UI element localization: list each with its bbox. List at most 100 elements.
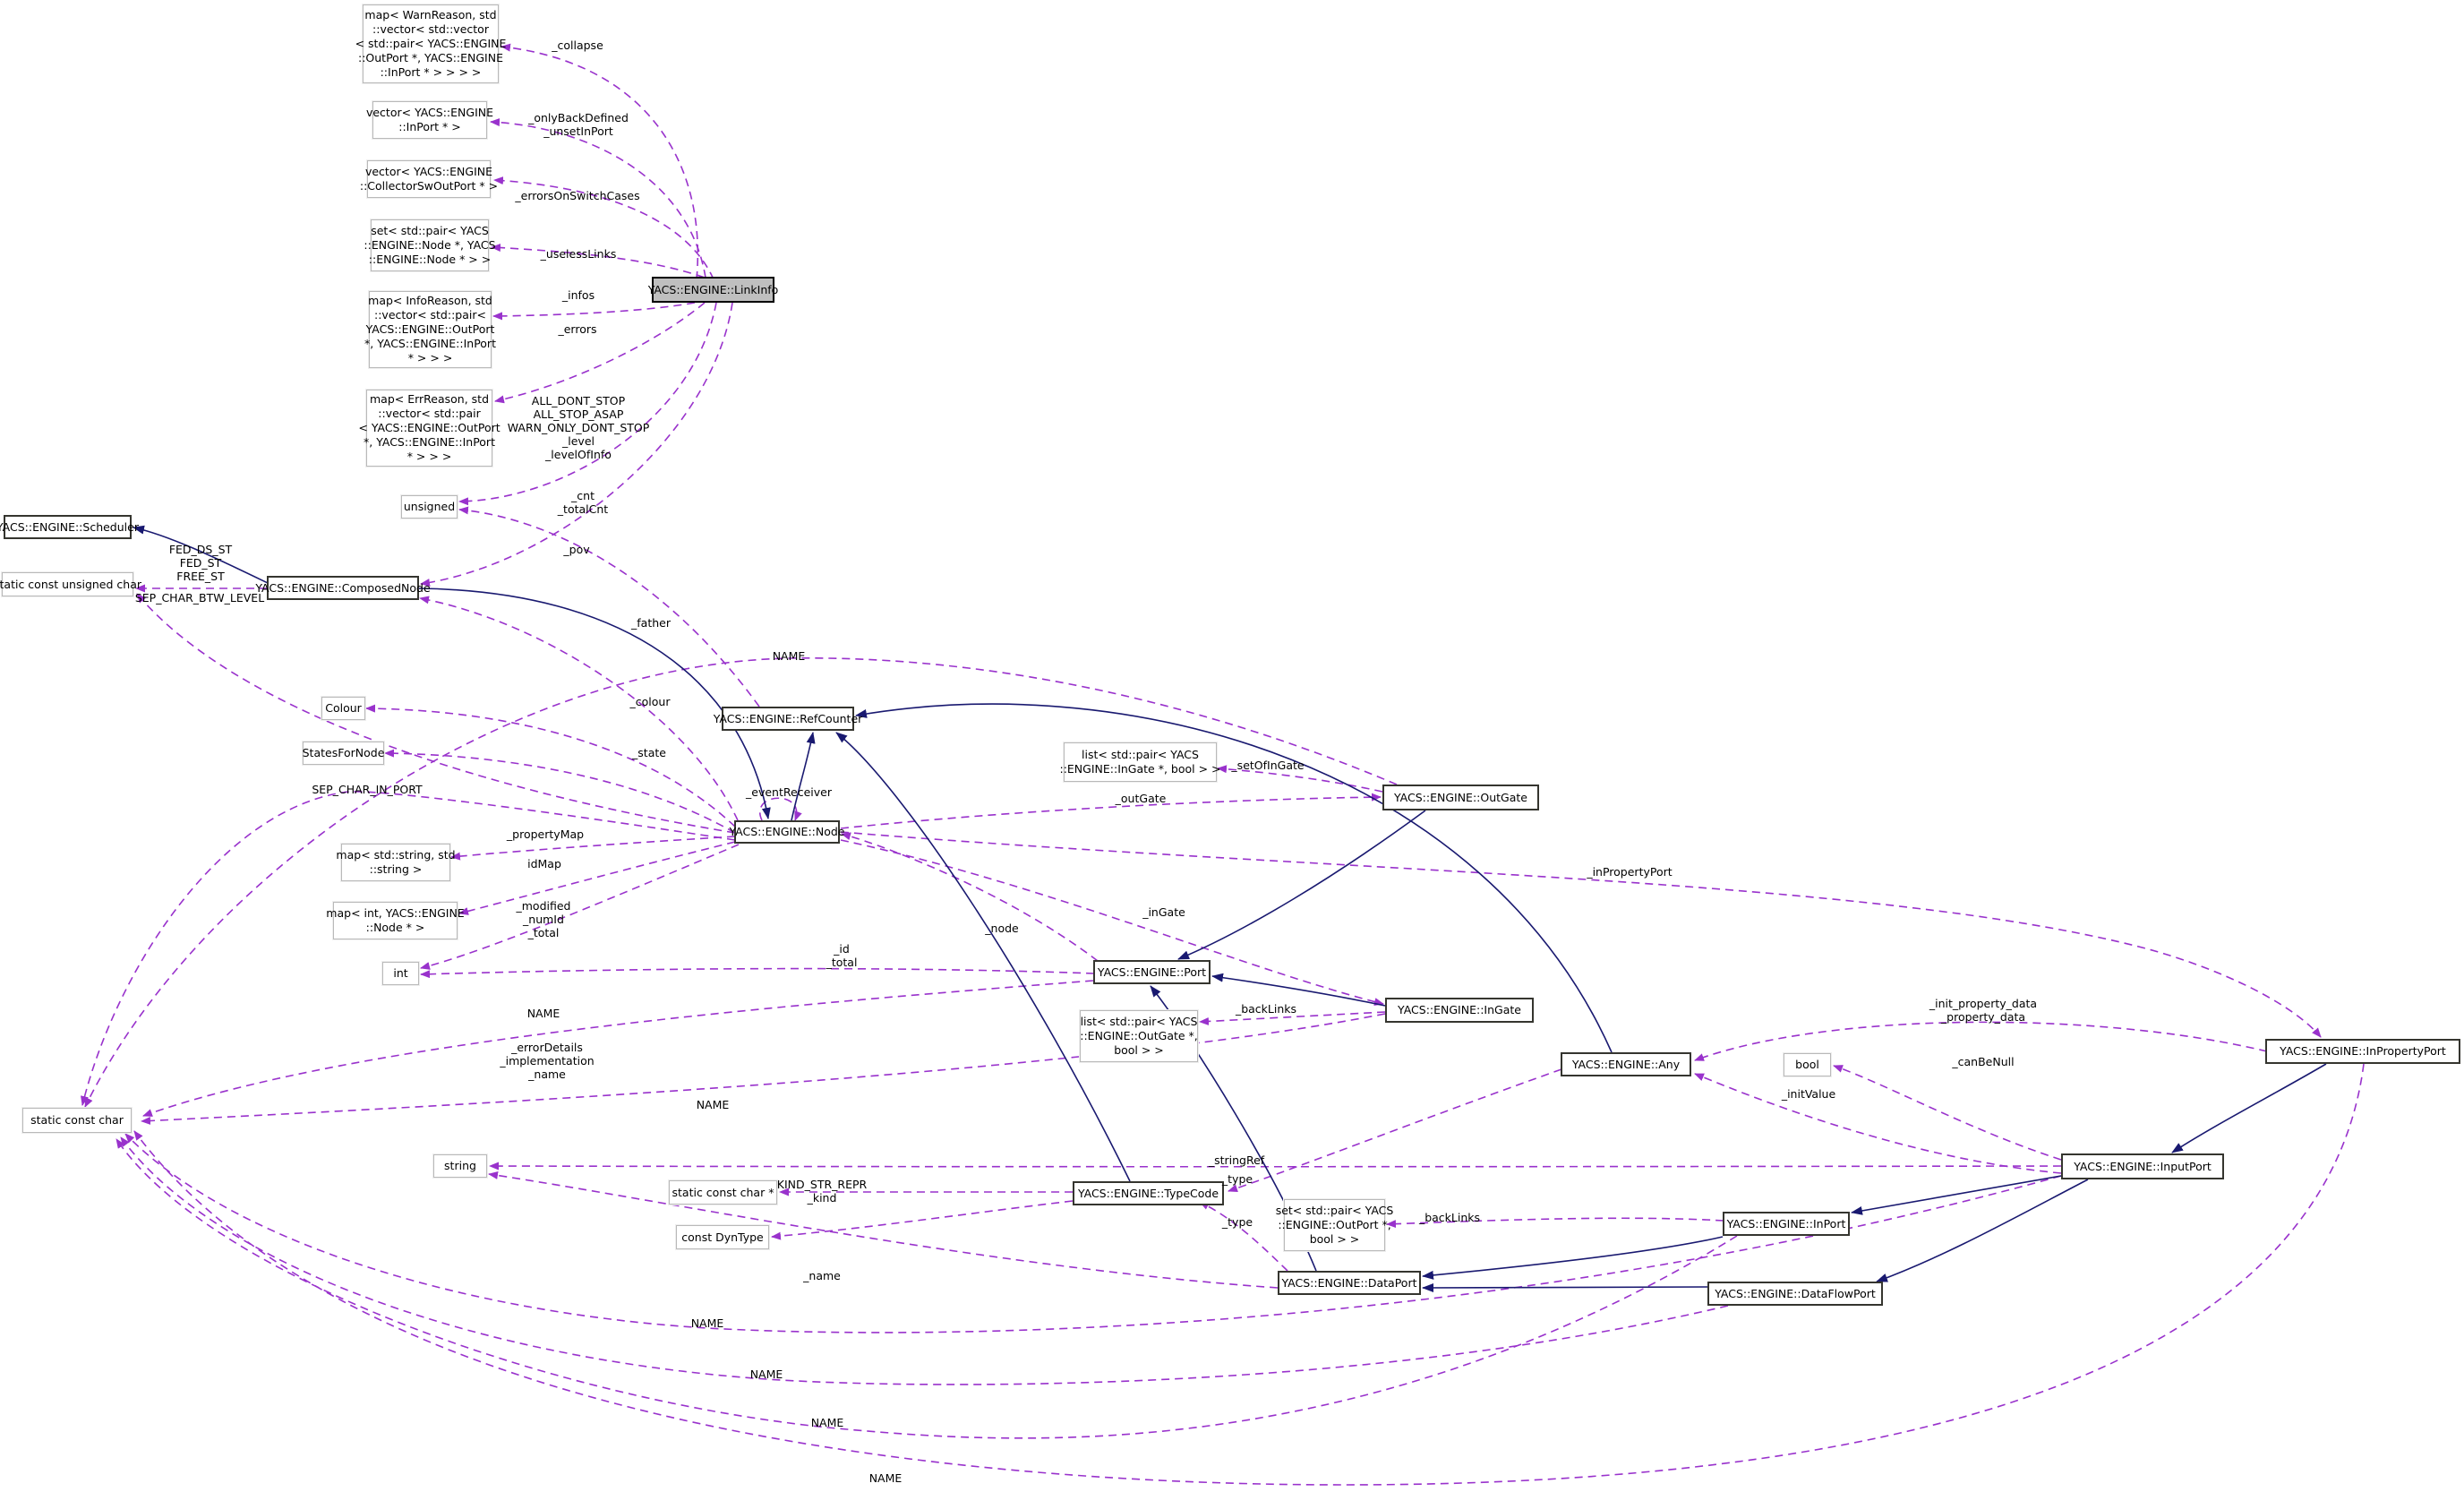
class-box-map-inforeason: map< InfoReason, std::vector< std::pair<… — [364, 291, 496, 368]
edge-label-line: _level — [562, 434, 595, 448]
edge-dataflowport-dataport — [1422, 1282, 1708, 1292]
class-box-label: YACS::ENGINE::DataPort — [1281, 1275, 1417, 1290]
edge-ingate-port — [1211, 973, 1386, 1007]
edge-label-father: _father — [631, 616, 671, 630]
edge-composednode-scheduler — [133, 525, 269, 584]
edge-label-line: _levelOfInfo — [545, 448, 612, 461]
class-box-dataflowport[interactable]: YACS::ENGINE::DataFlowPort — [1707, 1282, 1883, 1306]
edge-label-onlybackdefined: _onlyBackDefined_unsetInPort — [528, 111, 629, 138]
edge-label-name-5: NAME — [750, 1368, 783, 1381]
edge-pov — [420, 302, 733, 587]
edge-init-property-data — [1694, 1021, 2268, 1061]
edge-label-line: _type — [1221, 1215, 1253, 1229]
edge-sep-char-in-port — [81, 791, 736, 1106]
class-box-label: set< std::pair< YACS — [1275, 1204, 1394, 1217]
edge-label-line: _init_property_data — [1929, 997, 2038, 1010]
edge-label-sep-char-in-port: SEP_CHAR_IN_PORT — [312, 783, 422, 796]
edge-name-outgate — [84, 657, 1398, 1108]
class-box-typecode[interactable]: YACS::ENGINE::TypeCode — [1073, 1181, 1224, 1205]
edge-label-line: _errorDetails — [511, 1041, 583, 1054]
edge-node — [841, 832, 1099, 962]
class-box-ingate[interactable]: YACS::ENGINE::InGate — [1385, 998, 1534, 1023]
class-box-outgate[interactable]: YACS::ENGINE::OutGate — [1382, 785, 1539, 810]
edge-label-name-7: NAME — [869, 1471, 903, 1485]
class-box-label: YACS::ENGINE::Any — [1571, 1057, 1681, 1071]
class-box-label: vector< YACS::ENGINE — [365, 106, 494, 119]
edge-label-propertymap: _propertyMap — [507, 827, 584, 841]
edge-label-line: _infos — [561, 288, 595, 302]
edge-label-line: _errors — [558, 322, 597, 336]
edge-label-line: idMap — [527, 857, 561, 870]
edge-label-backlinks-ingate: _backLinks — [1236, 1002, 1296, 1016]
class-box-label: static const char * — [672, 1185, 774, 1199]
class-box-label: ::Node * > — [365, 921, 425, 934]
edge-label-line: _outGate — [1115, 792, 1167, 805]
class-box-inpropertyport[interactable]: YACS::ENGINE::InPropertyPort — [2265, 1039, 2460, 1064]
edge-colour — [365, 704, 736, 827]
edge-label-line: _state — [632, 746, 666, 759]
edge-outgate-port — [1177, 810, 1426, 960]
edge-name-dataflowport — [120, 1136, 1729, 1385]
class-box-bool: bool — [1784, 1053, 1831, 1076]
edge-infos — [492, 302, 696, 321]
class-box-any[interactable]: YACS::ENGINE::Any — [1561, 1052, 1691, 1076]
edge-name-inport — [116, 1138, 1738, 1439]
class-box-label: bool > > — [1114, 1043, 1164, 1057]
class-box-label: int — [393, 966, 408, 980]
edge-label-initvalue: _initValue — [1782, 1087, 1835, 1101]
edge-onlybackdefined — [490, 118, 706, 279]
edge-label-line: NAME — [749, 1368, 783, 1381]
class-box-label: ::vector< std::pair — [378, 407, 481, 420]
edge-label-line: NAME — [526, 1007, 560, 1020]
class-box-label: YACS::ENGINE::ComposedNode — [255, 580, 431, 595]
class-box-label: * > > > — [406, 450, 452, 463]
edge-label-line: _total — [527, 926, 560, 939]
class-box-label: *, YACS::ENGINE::InPort — [364, 337, 496, 350]
edge-label-line: _unsetInPort — [543, 124, 613, 138]
class-box-inport[interactable]: YACS::ENGINE::InPort — [1723, 1212, 1850, 1236]
class-box-vector-collectorswoutport: vector< YACS::ENGINE::CollectorSwOutPort… — [360, 160, 498, 198]
edge-label-line: _propertyMap — [506, 827, 585, 841]
edge-label-line: _id — [834, 942, 850, 956]
class-box-inputport[interactable]: YACS::ENGINE::InputPort — [2061, 1153, 2224, 1179]
class-box-label: map< WarnReason, std — [364, 8, 497, 21]
class-box-label: list< std::pair< YACS — [1082, 748, 1199, 761]
edge-inpropertyport — [840, 831, 2322, 1038]
edge-outgate — [840, 793, 1382, 829]
edge-id-total — [420, 967, 1095, 979]
edge-label-line: _implementation — [500, 1054, 595, 1068]
class-box-scheduler[interactable]: YACS::ENGINE::Scheduler — [0, 515, 139, 539]
class-box-const-dyntype: const DynType — [676, 1225, 769, 1249]
edge-label-node-l: _node — [985, 922, 1018, 935]
class-box-label: ::CollectorSwOutPort * > — [359, 179, 499, 193]
edge-label-collapse: _collapse — [552, 39, 603, 52]
edge-label-line: _setOfInGate — [1231, 759, 1305, 772]
edge-label-line: _father — [631, 616, 671, 630]
class-box-label: ::vector< std::pair< — [374, 308, 486, 322]
class-box-vector-inport: vector< YACS::ENGINE::InPort * > — [366, 101, 493, 139]
edge-label-uselesslinks: _uselessLinks — [541, 247, 617, 261]
class-box-label: map< std::string, std — [336, 848, 456, 862]
edge-label-line: _totalCnt — [557, 502, 609, 516]
edge-label-name-dataport: _name — [803, 1269, 841, 1282]
class-box-dataport[interactable]: YACS::ENGINE::DataPort — [1278, 1271, 1421, 1295]
class-box-node[interactable]: YACS::ENGINE::Node — [730, 820, 845, 844]
edge-label-idmap: idMap — [527, 857, 561, 870]
class-box-label: const DynType — [681, 1230, 764, 1244]
edge-inputport-inport — [1851, 1175, 2062, 1215]
class-box-label: vector< YACS::ENGINE — [364, 165, 493, 178]
class-box-label: ::ENGINE::OutPort *, — [1278, 1218, 1391, 1231]
edge-label-outgate-l: _outGate — [1116, 792, 1167, 805]
class-box-port[interactable]: YACS::ENGINE::Port — [1093, 960, 1211, 984]
edge-label-line: FED_DS_ST — [168, 543, 233, 556]
class-box-composednode[interactable]: YACS::ENGINE::ComposedNode — [255, 576, 431, 600]
class-box-label: ::ENGINE::InGate *, bool > > — [1059, 762, 1221, 776]
edge-label-line: _name — [803, 1269, 841, 1282]
edge-label-kind-str-repr: KIND_STR_REPR_kind — [777, 1178, 867, 1205]
edge-label-line: _property_data — [1940, 1010, 2026, 1024]
class-box-label: map< int, YACS::ENGINE — [326, 906, 465, 920]
class-box-static-const-char-ptr: static const char * — [669, 1180, 777, 1205]
class-box-label: unsigned — [403, 500, 456, 513]
class-box-refcounter[interactable]: YACS::ENGINE::RefCounter — [714, 707, 862, 731]
